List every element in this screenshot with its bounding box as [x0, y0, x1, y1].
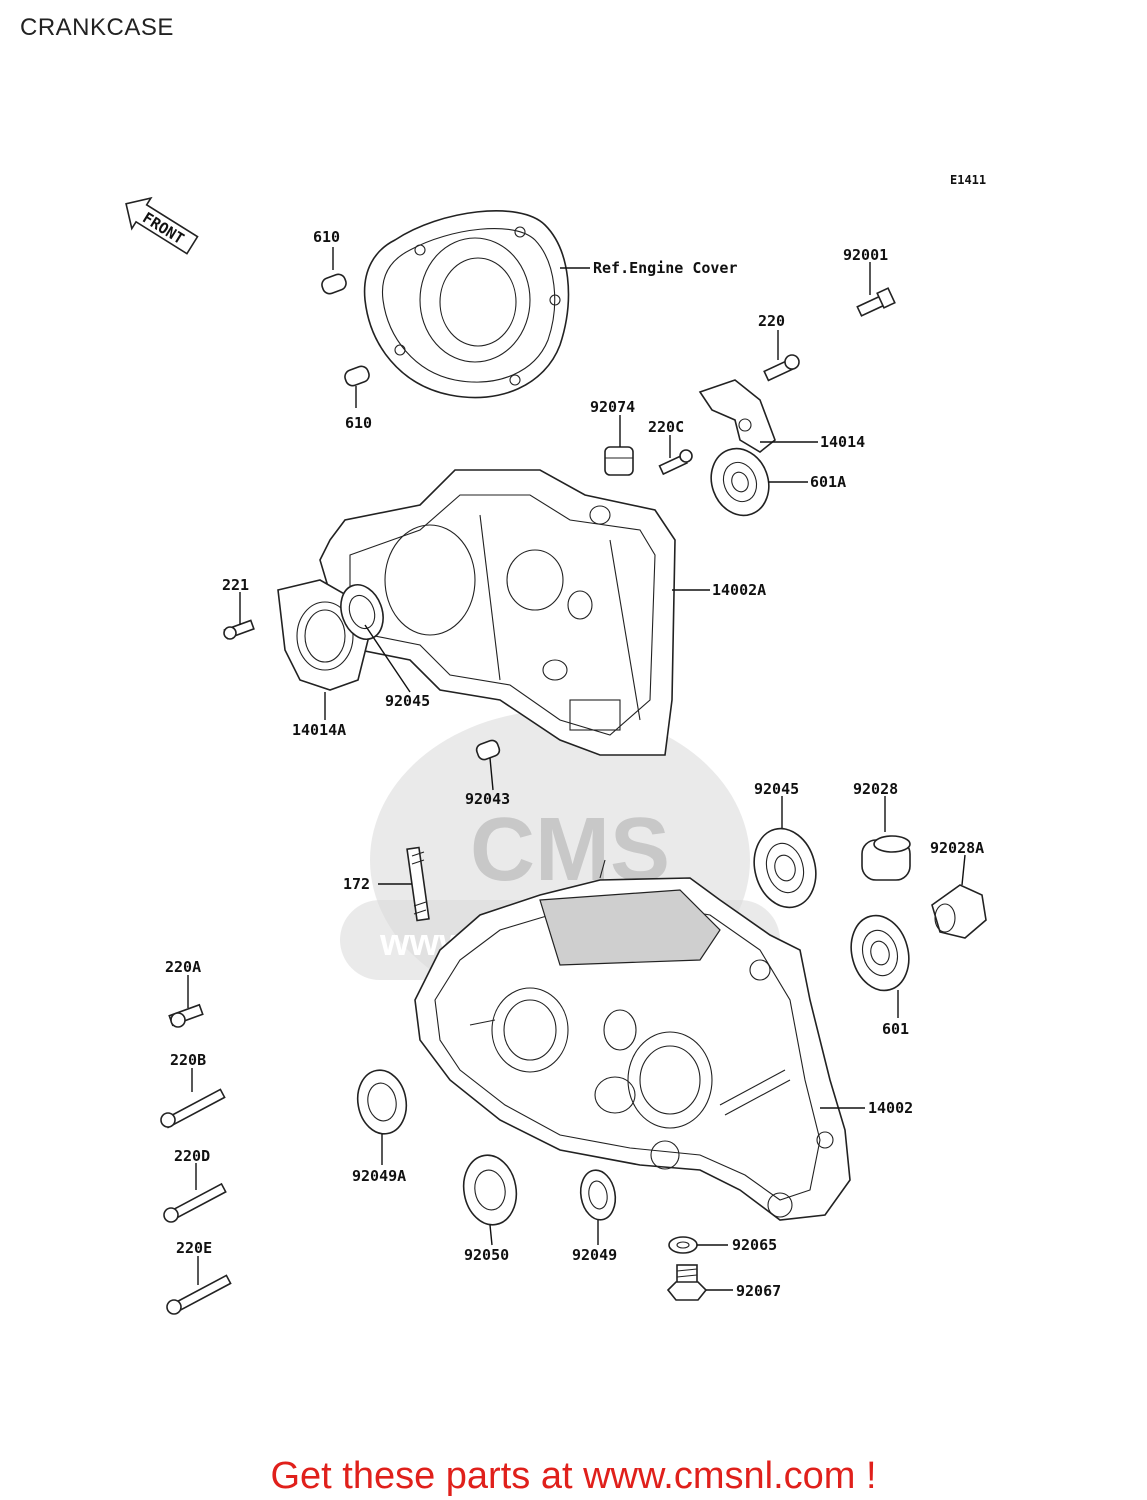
dowel-pin-610-bottom [344, 365, 370, 387]
label-92074: 92074 [590, 398, 635, 416]
label-601a: 601A [810, 473, 846, 491]
bolt-220d [163, 1182, 227, 1223]
label-220b: 220B [170, 1051, 206, 1069]
drain-plug-92067 [666, 1264, 708, 1301]
bolt-92001 [856, 287, 896, 317]
screw-221 [223, 619, 255, 640]
label-14002: 14002 [868, 1099, 913, 1117]
seal-92049a [356, 1069, 408, 1135]
label-14002a: 14002A [712, 581, 766, 599]
bearing-601a [710, 447, 770, 517]
leader-lines [187, 247, 966, 1291]
bearing-601 [850, 914, 910, 992]
stud-172 [406, 846, 430, 922]
label-601: 601 [882, 1020, 909, 1038]
label-172: 172 [343, 875, 370, 893]
crankcase-left-14002 [414, 859, 851, 1221]
bolt-220 [763, 354, 800, 382]
label-220c: 220C [648, 418, 684, 436]
bolt-220c [658, 449, 693, 476]
bolt-220a [168, 1003, 204, 1028]
label-92049a: 92049A [352, 1167, 406, 1185]
label-92049: 92049 [572, 1246, 617, 1264]
label-220: 220 [758, 312, 785, 330]
label-92065: 92065 [732, 1236, 777, 1254]
label-610-top: 610 [313, 228, 340, 246]
bolt-220b [160, 1088, 226, 1129]
label-ref-engine-cover: Ref.Engine Cover [593, 259, 738, 277]
label-92045-lower: 92045 [754, 780, 799, 798]
washer-92065 [668, 1236, 698, 1254]
label-221: 221 [222, 576, 249, 594]
seal-92049 [579, 1169, 617, 1221]
label-92043: 92043 [465, 790, 510, 808]
front-arrow-icon: FRONT [125, 196, 199, 255]
cta-link[interactable]: Get these parts at www.cmsnl.com ! [270, 1455, 877, 1497]
diagram-code: E1411 [950, 173, 986, 187]
engine-cover-gasket [363, 210, 570, 399]
seal-92050 [462, 1154, 518, 1226]
collar-92028a [931, 884, 987, 939]
label-14014: 14014 [820, 433, 865, 451]
label-92067: 92067 [736, 1282, 781, 1300]
bracket-14014 [698, 379, 776, 453]
label-92045-upper: 92045 [385, 692, 430, 710]
label-92001: 92001 [843, 246, 888, 264]
label-92028a: 92028A [930, 839, 984, 857]
label-610-bottom: 610 [345, 414, 372, 432]
label-220e: 220E [176, 1239, 212, 1257]
label-14014a: 14014A [292, 721, 346, 739]
label-220a: 220A [165, 958, 201, 976]
label-92028: 92028 [853, 780, 898, 798]
bolt-220e [166, 1274, 232, 1315]
pin-92043 [475, 739, 501, 761]
collar-92028 [861, 835, 911, 881]
page-title: CRANKCASE [20, 14, 174, 41]
label-220d: 220D [174, 1147, 210, 1165]
bearing-92045-lower [753, 827, 817, 909]
label-92050: 92050 [464, 1246, 509, 1264]
cap-92074 [604, 446, 634, 476]
dowel-pin-610-top [321, 273, 347, 295]
